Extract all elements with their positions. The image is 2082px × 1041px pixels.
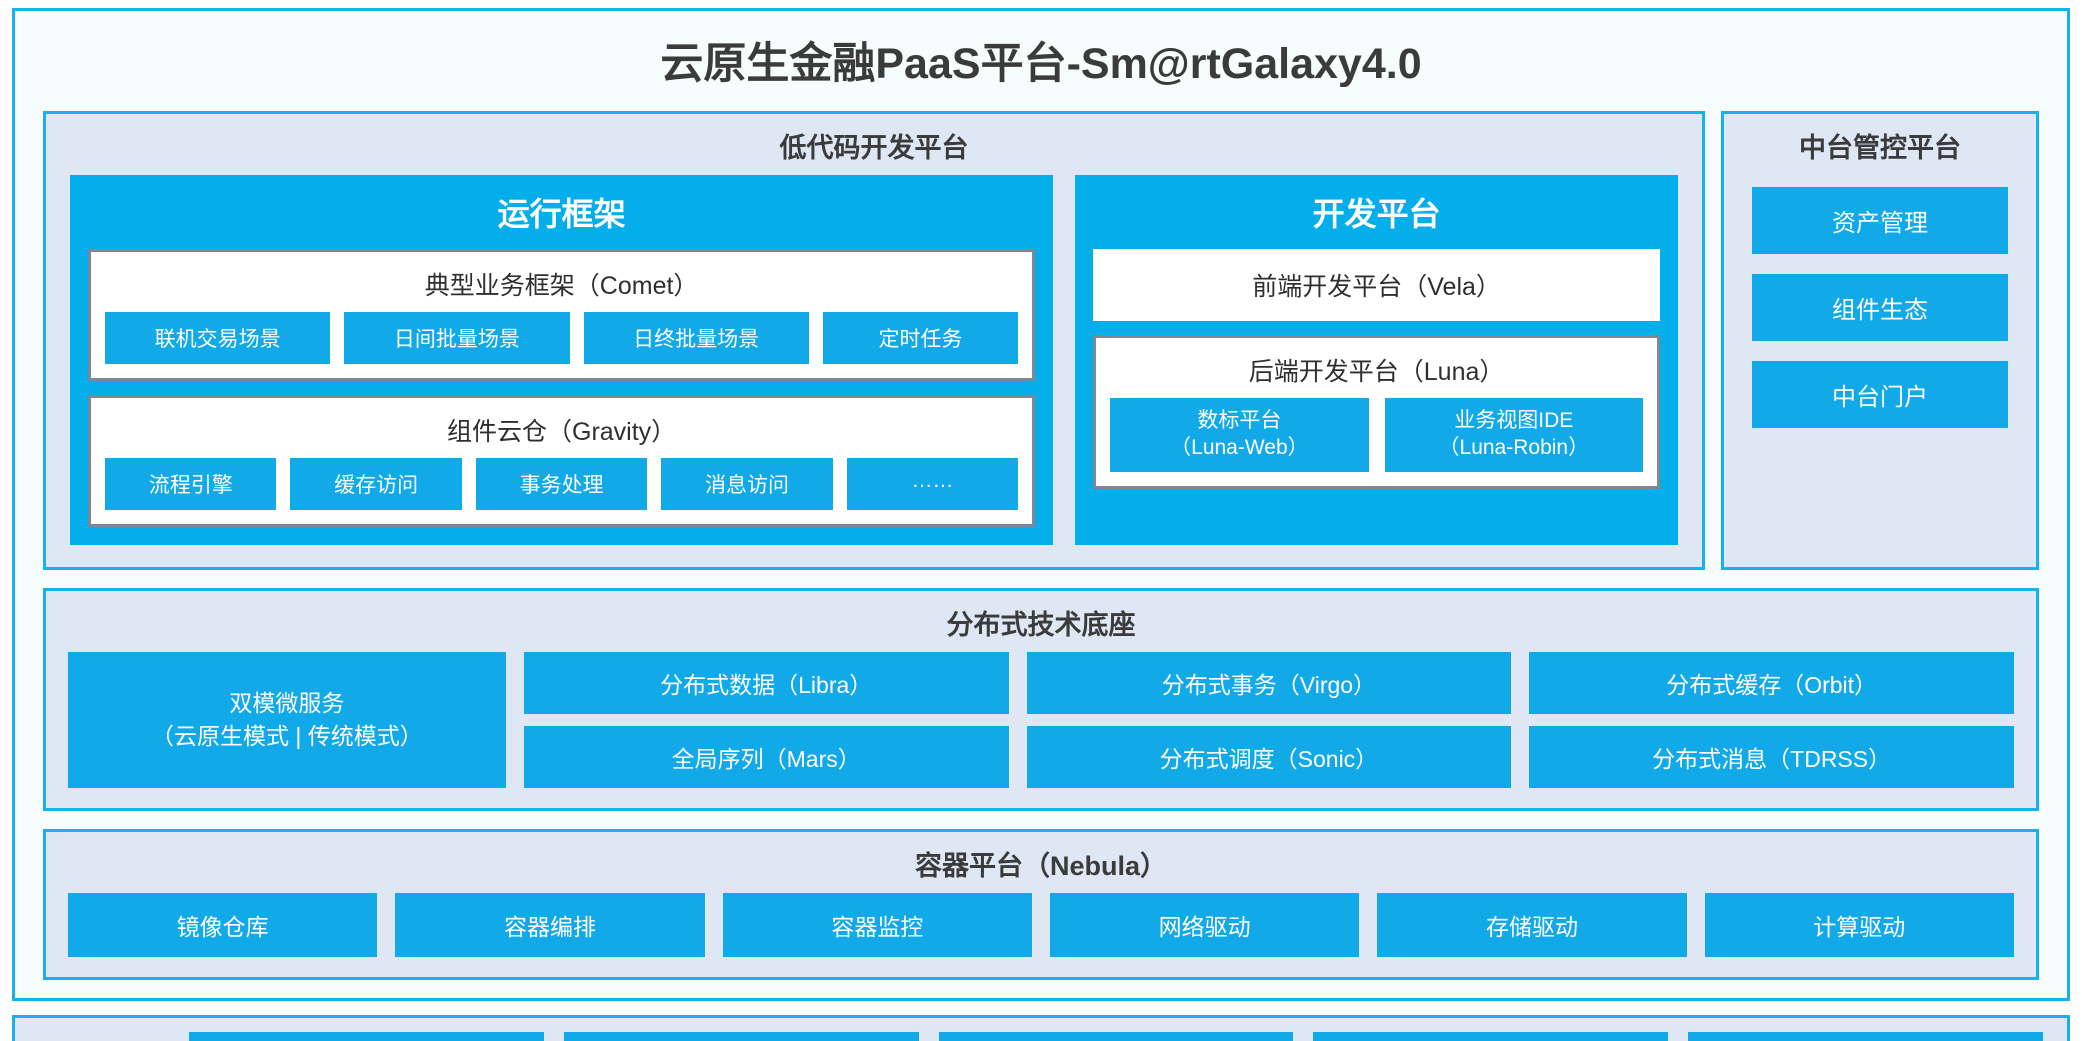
distributed-base-title: 分布式技术底座: [946, 610, 1136, 640]
distributed-column-3: 分布式缓存（Orbit） 分布式消息（TDRSS）: [1529, 652, 2014, 788]
dual-mode-line2: （云原生模式 | 传统模式）: [151, 723, 423, 749]
comet-item-intraday-batch[interactable]: 日间批量场景: [344, 312, 570, 364]
midoffice-item-component-ecosystem[interactable]: 组件生态: [1752, 274, 2008, 341]
container-platform-title: 容器平台（Nebula）: [914, 851, 1168, 881]
backend-dev-platform-luna-box: 后端开发平台（Luna） 数标平台 （Luna-Web） 业务视图IDE （Lu…: [1093, 335, 1660, 489]
tier-low-code-and-midoffice: 低代码开发平台 运行框架 典型业务框架（Comet） 联机交易场景 日间批量场景…: [15, 111, 2067, 570]
midoffice-item-portal[interactable]: 中台门户: [1752, 361, 2008, 428]
container-platform-body: 镜像仓库 容器编排 容器监控 网络驱动 存储驱动 计算驱动: [46, 893, 2036, 977]
gravity-item-process-engine[interactable]: 流程引擎: [105, 458, 277, 510]
luna-item-data-standard-platform[interactable]: 数标平台 （Luna-Web）: [1110, 398, 1369, 472]
midoffice-items: 资产管理 组件生态 中台门户: [1724, 175, 2036, 567]
gravity-box: 组件云仓（Gravity） 流程引擎 缓存访问 事务处理 消息访问 ……: [88, 395, 1036, 527]
gravity-chip-row: 流程引擎 缓存访问 事务处理 消息访问 ……: [105, 458, 1019, 510]
comet-item-eod-batch[interactable]: 日终批量场景: [583, 312, 809, 364]
gravity-item-cache-access[interactable]: 缓存访问: [290, 458, 462, 510]
luna-robin-line1: 业务视图IDE: [1454, 409, 1574, 432]
distributed-base-body: 双模微服务 （云原生模式 | 传统模式） 分布式数据（Libra） 全局序列（M…: [46, 652, 2036, 808]
gravity-item-more[interactable]: ……: [846, 458, 1019, 510]
development-platform-title: 开发平台: [1312, 196, 1441, 232]
low-code-platform-panel: 低代码开发平台 运行框架 典型业务框架（Comet） 联机交易场景 日间批量场景…: [43, 111, 1705, 570]
runtime-framework-block: 运行框架 典型业务框架（Comet） 联机交易场景 日间批量场景 日终批量场景 …: [70, 175, 1054, 545]
distributed-data-libra[interactable]: 分布式数据（Libra）: [523, 652, 1009, 714]
low-code-platform-body: 运行框架 典型业务框架（Comet） 联机交易场景 日间批量场景 日终批量场景 …: [46, 175, 1702, 567]
platform-card: 云原生金融PaaS平台-Sm@rtGalaxy4.0 低代码开发平台 运行框架 …: [12, 8, 2070, 1001]
container-platform-panel: 容器平台（Nebula） 镜像仓库 容器编排 容器监控 网络驱动 存储驱动 计算…: [43, 829, 2039, 980]
luna-item-business-view-ide[interactable]: 业务视图IDE （Luna-Robin）: [1384, 398, 1644, 472]
midoffice-control-platform-panel: 中台管控平台 资产管理 组件生态 中台门户: [1721, 111, 2039, 570]
luna-web-line2: （Luna-Web）: [1170, 435, 1309, 459]
comet-title: 典型业务框架（Comet）: [424, 272, 699, 300]
container-item-compute-driver[interactable]: 计算驱动: [1704, 893, 2014, 957]
distributed-base-panel: 分布式技术底座 双模微服务 （云原生模式 | 传统模式） 分布式数据（Libra…: [43, 588, 2039, 811]
distributed-column-1: 分布式数据（Libra） 全局序列（Mars）: [523, 652, 1009, 788]
infrastructure-item-physical-machine[interactable]: 物理机: [189, 1032, 544, 1041]
distributed-cache-orbit[interactable]: 分布式缓存（Orbit）: [1529, 652, 2014, 714]
distributed-column-2: 分布式事务（Virgo） 分布式调度（Sonic）: [1026, 652, 1512, 788]
distributed-message-tdrss[interactable]: 分布式消息（TDRSS）: [1529, 726, 2014, 788]
dual-mode-microservice[interactable]: 双模微服务 （云原生模式 | 传统模式）: [68, 652, 506, 788]
infrastructure-item-domestic-hardware[interactable]: 国产化硬件: [1688, 1032, 2043, 1041]
gravity-item-message-access[interactable]: 消息访问: [661, 458, 833, 510]
container-item-monitoring[interactable]: 容器监控: [722, 893, 1032, 957]
global-sequence-mars[interactable]: 全局序列（Mars）: [523, 726, 1009, 788]
runtime-framework-title: 运行框架: [497, 196, 626, 232]
container-item-storage-driver[interactable]: 存储驱动: [1377, 893, 1687, 957]
infrastructure-item-public-cloud[interactable]: 公有云: [1313, 1032, 1669, 1041]
infrastructure-item-private-cloud[interactable]: 私有云: [938, 1032, 1294, 1041]
container-item-network-driver[interactable]: 网络驱动: [1049, 893, 1360, 957]
infrastructure-strip: 基础设施 物理机 虚拟机 私有云 公有云 国产化硬件: [12, 1015, 2070, 1041]
gravity-title: 组件云仓（Gravity）: [447, 418, 677, 446]
development-platform-block: 开发平台 前端开发平台（Vela） 后端开发平台（Luna） 数标平台 （Lun…: [1075, 175, 1678, 545]
luna-robin-line2: （Luna-Robin）: [1438, 435, 1590, 459]
comet-item-scheduled-task[interactable]: 定时任务: [822, 312, 1019, 364]
midoffice-control-platform-title: 中台管控平台: [1799, 133, 1961, 163]
container-item-image-registry[interactable]: 镜像仓库: [68, 893, 378, 957]
distributed-transaction-virgo[interactable]: 分布式事务（Virgo）: [1026, 652, 1512, 714]
frontend-dev-platform-vela[interactable]: 前端开发平台（Vela）: [1093, 249, 1660, 321]
gravity-item-transaction-processing[interactable]: 事务处理: [475, 458, 648, 510]
low-code-platform-title: 低代码开发平台: [779, 133, 969, 163]
comet-box: 典型业务框架（Comet） 联机交易场景 日间批量场景 日终批量场景 定时任务: [88, 249, 1036, 381]
luna-web-line1: 数标平台: [1197, 409, 1282, 432]
page-title: 云原生金融PaaS平台-Sm@rtGalaxy4.0: [660, 40, 1422, 88]
distributed-scheduling-sonic[interactable]: 分布式调度（Sonic）: [1026, 726, 1512, 788]
infrastructure-item-virtual-machine[interactable]: 虚拟机: [563, 1032, 919, 1041]
luna-chip-row: 数标平台 （Luna-Web） 业务视图IDE （Luna-Robin）: [1110, 398, 1644, 472]
comet-chip-row: 联机交易场景 日间批量场景 日终批量场景 定时任务: [105, 312, 1019, 364]
container-item-orchestration[interactable]: 容器编排: [395, 893, 705, 957]
midoffice-item-asset-management[interactable]: 资产管理: [1752, 187, 2008, 254]
comet-item-online-transaction[interactable]: 联机交易场景: [105, 312, 331, 364]
backend-dev-platform-title: 后端开发平台（Luna）: [1248, 358, 1505, 386]
dual-mode-line1: 双模微服务: [229, 689, 345, 716]
